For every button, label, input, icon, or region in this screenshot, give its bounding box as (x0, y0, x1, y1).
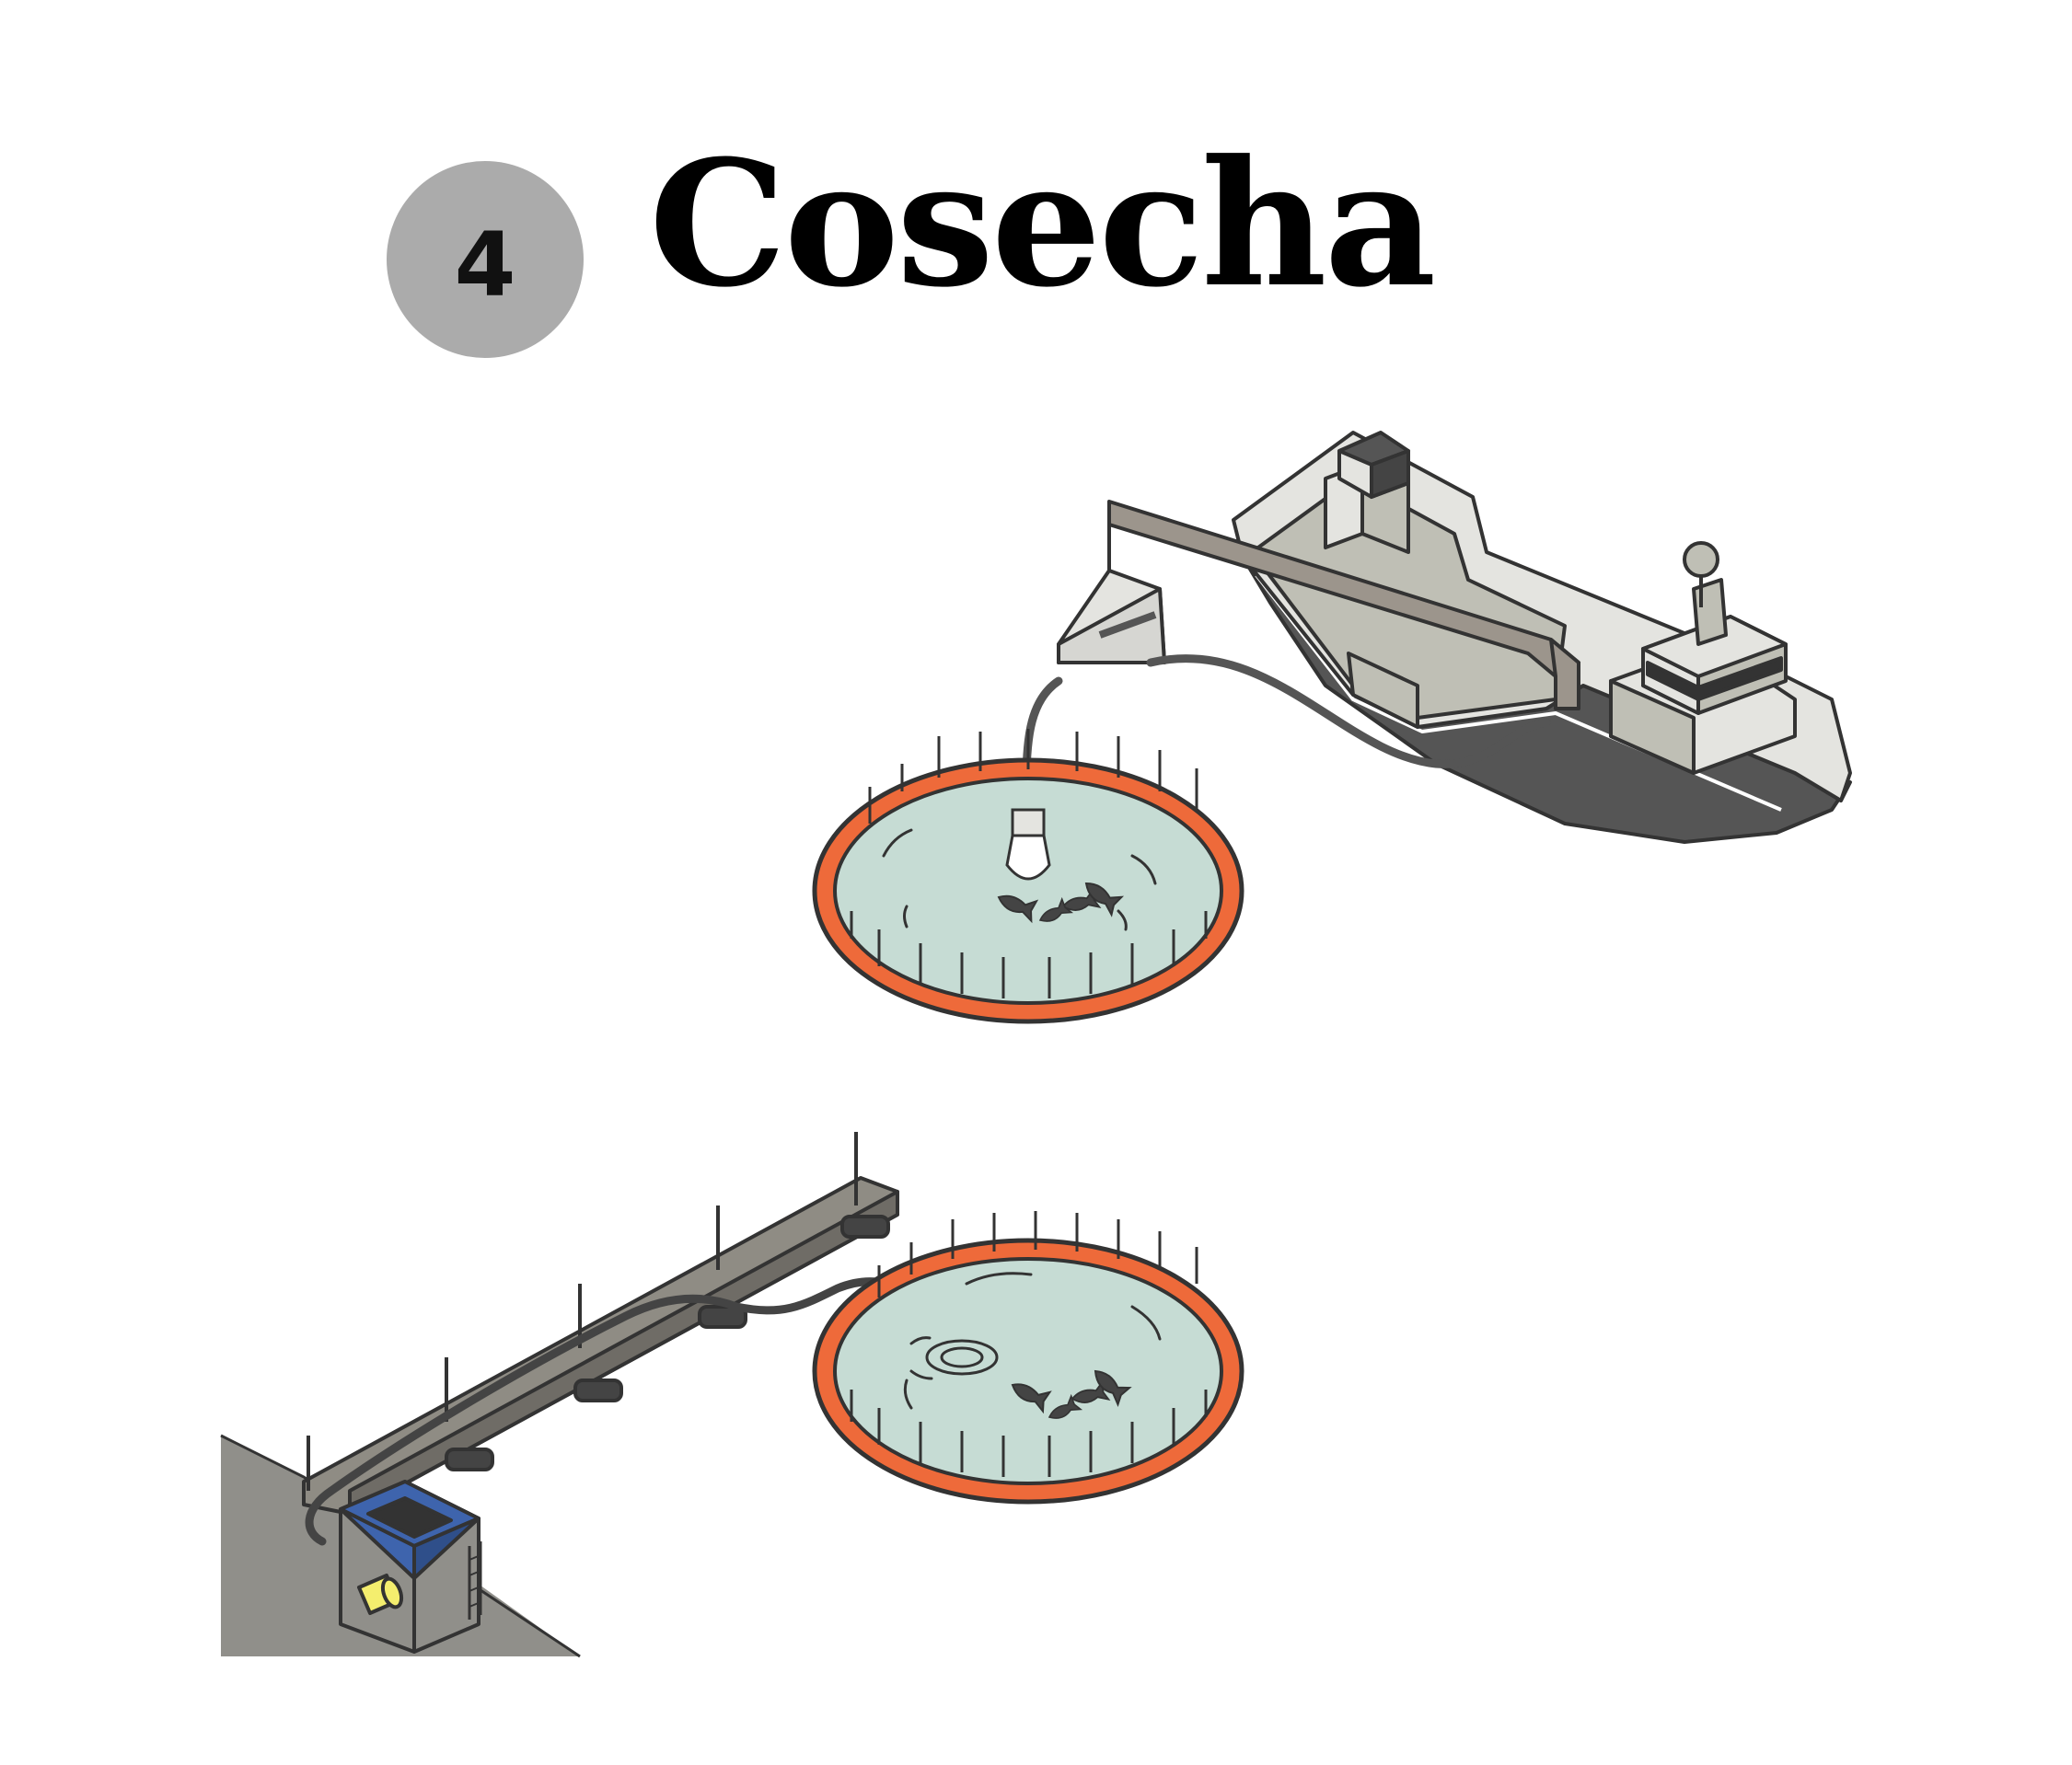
step-badge: 4 (387, 161, 584, 358)
net-pen-icon (812, 1211, 1244, 1505)
page-title: Cosecha (649, 122, 1436, 326)
pump-hose-icon (305, 1277, 962, 1546)
hopper-icon (339, 1480, 482, 1654)
pier-icon (302, 1132, 899, 1516)
harvest-boat-icon (1057, 431, 1852, 844)
step-number: 4 (454, 213, 516, 317)
net-pen-icon (812, 729, 1244, 1024)
